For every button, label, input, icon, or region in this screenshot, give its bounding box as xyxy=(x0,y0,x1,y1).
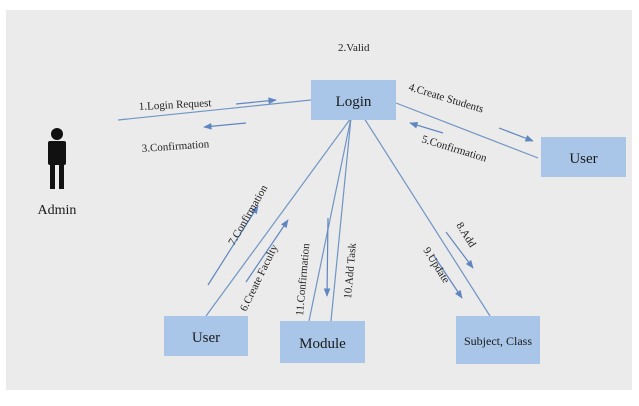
message-create-students: 4.Create Students xyxy=(407,81,485,115)
message-update-9: 9.Update xyxy=(420,245,451,285)
message-login-request: 1.Login Request xyxy=(139,97,212,113)
arrow-update-9 xyxy=(433,255,463,299)
collaboration-diagram: Login User User Module Subject, Class Ad… xyxy=(38,42,626,364)
node-user-right-label: User xyxy=(569,151,597,167)
link-login-module-a xyxy=(308,117,352,322)
link-admin-login xyxy=(117,99,312,121)
link-login-user-right xyxy=(395,102,539,159)
message-confirmation-5: 5.Confirmation xyxy=(420,133,489,164)
node-user-bottom[interactable]: User xyxy=(164,316,248,356)
message-confirmation-11: 11.Confirmation xyxy=(294,242,312,316)
link-login-user-bottom xyxy=(205,117,352,317)
node-subject-class-label: Subject, Class xyxy=(464,334,532,348)
link-login-subject xyxy=(363,117,491,317)
person-icon xyxy=(48,128,66,189)
node-login-label: Login xyxy=(336,94,372,110)
actor-label: Admin xyxy=(38,203,77,218)
arrow-login-request xyxy=(235,97,277,105)
message-confirmation-3: 3.Confirmation xyxy=(141,138,210,155)
arrow-create-faculty xyxy=(245,219,289,283)
node-login[interactable]: Login xyxy=(311,80,396,120)
node-subject-class[interactable]: Subject, Class xyxy=(456,316,540,364)
node-module[interactable]: Module xyxy=(280,321,365,363)
message-add-8: 8.Add xyxy=(453,220,478,250)
message-create-faculty: 6.Create Faculty xyxy=(238,242,281,313)
node-module-label: Module xyxy=(299,336,346,352)
node-user-bottom-label: User xyxy=(192,330,220,346)
arrow-confirmation-3 xyxy=(203,122,247,130)
diagram-canvas: Login User User Module Subject, Class Ad… xyxy=(6,10,632,390)
message-valid: 2.Valid xyxy=(338,42,370,54)
arrow-add-task xyxy=(323,217,331,297)
arrow-create-students xyxy=(498,127,534,142)
arrow-confirmation-5 xyxy=(409,121,444,134)
message-add-task: 10.Add Task xyxy=(342,242,359,299)
arrow-confirmation-7 xyxy=(207,205,259,286)
arrow-add-8 xyxy=(445,231,474,269)
node-user-right[interactable]: User xyxy=(541,137,626,177)
link-login-module-b xyxy=(330,117,352,322)
